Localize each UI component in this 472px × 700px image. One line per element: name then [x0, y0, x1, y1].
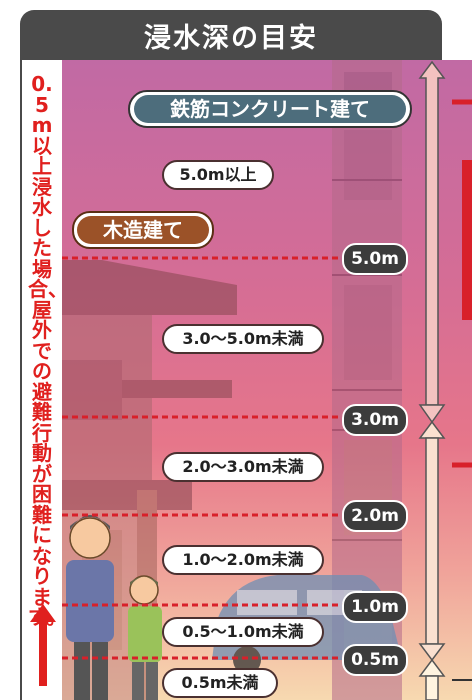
side-note-panel [20, 60, 64, 700]
side-note-text: 0.5m以上浸水した場合、屋外での避難行動が困難になります。 [28, 72, 68, 629]
child-figure [128, 575, 162, 700]
depth-mark-3m: 3.0m [342, 404, 408, 436]
range-label-under-05m: 0.5m未満 [162, 668, 278, 698]
range-label-05-1m: 0.5～1.0m未満 [162, 617, 324, 647]
title-bar: 浸水深の目安 [20, 10, 442, 60]
depth-mark-1m: 1.0m [342, 591, 408, 623]
up-arrow-icon [30, 604, 56, 686]
range-label-3-5m: 3.0～5.0m未満 [162, 324, 324, 354]
adult-figure [66, 515, 114, 700]
range-label-2-3m: 2.0～3.0m未満 [162, 452, 324, 482]
rc-building-label: 鉄筋コンクリート建て [128, 90, 412, 128]
wood-building-label: 木造建て [72, 211, 214, 249]
depth-scale-axis [418, 60, 472, 700]
range-label-1-2m: 1.0～2.0m未満 [162, 545, 324, 575]
depth-mark-5m: 5.0m [342, 243, 408, 275]
range-label-over-5m: 5.0m以上 [162, 160, 274, 190]
depth-mark-2m: 2.0m [342, 500, 408, 532]
depth-mark-05m: 0.5m [342, 644, 408, 676]
page-title: 浸水深の目安 [144, 22, 318, 54]
